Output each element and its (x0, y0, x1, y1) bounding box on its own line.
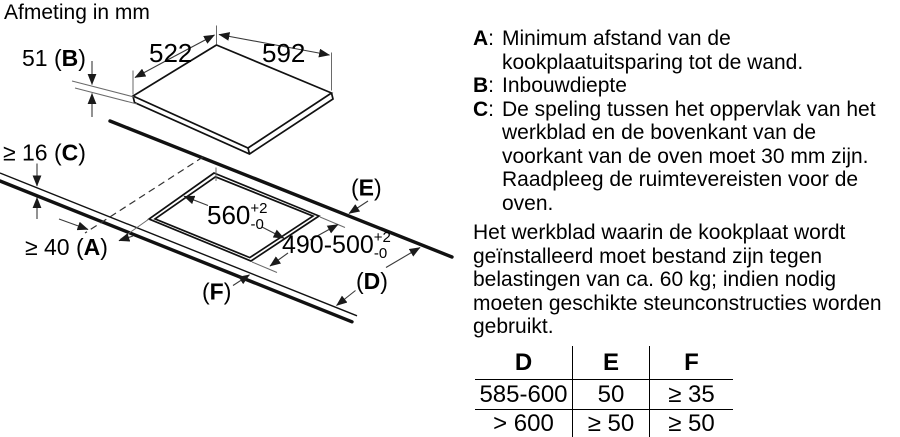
table-cell-f1: ≥ 35 (650, 380, 733, 410)
dimension-a-label: ≥ 40 (A) (25, 234, 108, 260)
cutout-drawing (147, 167, 321, 262)
dimension-560-label: 560+2-0 (207, 200, 268, 233)
legend-entry-a: A: Minimum afstand van de kookplaatuitsp… (473, 27, 899, 74)
legend-text-a: Minimum afstand van de kookplaatuitspari… (502, 27, 804, 74)
legend-entry-c: C: De speling tussen het oppervlak van h… (473, 98, 899, 216)
legend: A: Minimum afstand van de kookplaatuitsp… (473, 27, 899, 215)
description-column: A: Minimum afstand van de kookplaatuitsp… (473, 27, 899, 339)
table-header-e: E (572, 346, 650, 380)
dimension-a: ≥ 40 (A) (25, 218, 150, 260)
table-cell-d2: > 600 (493, 409, 554, 437)
installation-diagram: 522 592 51 (B) (0, 25, 454, 324)
worktop-drawing (0, 119, 454, 324)
label-e: (E) (348, 175, 382, 214)
worktop-load-paragraph: Het werkblad waarin de kookplaat wordt g… (473, 221, 882, 338)
table-cell-d1: 585-600 (475, 380, 572, 410)
label-f-text: (F) (202, 279, 231, 305)
table-cell-e1: 50 (572, 380, 650, 410)
dimension-522: 522 (132, 25, 217, 95)
table-header-f: F (650, 346, 733, 380)
wall-reference-line (84, 156, 204, 234)
label-d-text: (D) (356, 268, 388, 294)
dimension-b: 51 (B) (22, 45, 138, 117)
legend-entry-b: B: Inbouwdiepte (473, 74, 899, 98)
table-header-d: D (475, 346, 572, 380)
label-e-text: (E) (351, 175, 382, 201)
dimension-table: D E F 585-600 50 ≥ 35 > 600 ≥ 50 ≥ 50 (475, 346, 733, 437)
dimension-490-500: 490-500+2-0 (251, 216, 391, 273)
cooktop-drawing (131, 44, 334, 155)
dimension-592: 592 (218, 32, 332, 91)
dimension-560: 560+2-0 (183, 195, 285, 239)
dimension-c: ≥ 16 (C) (3, 140, 86, 219)
legend-key-c: C: (473, 97, 495, 121)
legend-text-c: De speling tussen het oppervlak van het … (502, 97, 876, 215)
dimension-522-label: 522 (149, 38, 192, 68)
dimension-592-label: 592 (262, 38, 305, 68)
page-title: Afmeting in mm (4, 1, 150, 24)
label-f: (F) (202, 274, 250, 305)
table-cell-f2: ≥ 50 (668, 409, 715, 437)
dimension-490-500-label: 490-500+2-0 (282, 229, 391, 262)
dimension-c-label: ≥ 16 (C) (3, 140, 86, 166)
legend-key-a: A: (473, 27, 495, 50)
legend-key-b: B: (473, 74, 495, 97)
legend-text-b: Inbouwdiepte (502, 74, 627, 97)
table-cell-e2: ≥ 50 (572, 410, 650, 437)
dimension-b-label: 51 (B) (22, 45, 86, 71)
label-d: (D) (336, 247, 421, 306)
